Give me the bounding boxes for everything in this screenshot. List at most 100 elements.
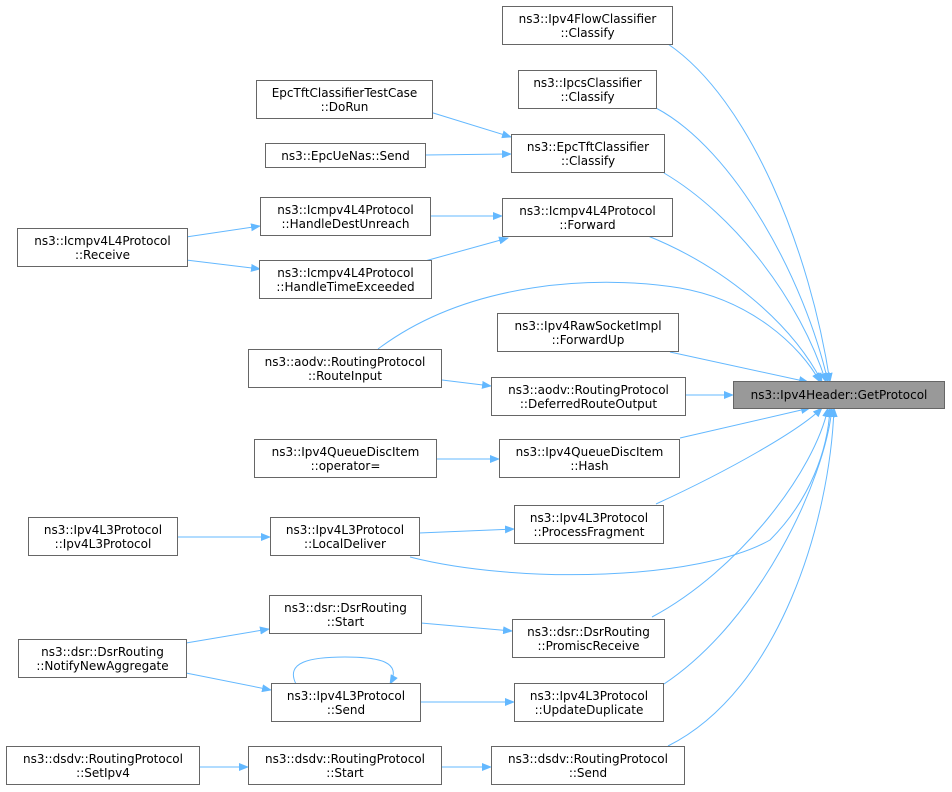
node-dsdv-send[interactable]: ns3::dsdv::RoutingProtocol ::Send <box>491 746 685 785</box>
edge-dsdv-send-to-getprotocol <box>667 407 838 747</box>
node-label-line2: ::DoRun <box>320 99 369 114</box>
node-label-line2: ::Hash <box>570 458 609 473</box>
node-label-line2: ::Classify <box>560 89 615 104</box>
node-label-line2: ::ForwardUp <box>551 332 625 347</box>
edge-ipv4queuediscitem-hash-to-getprotocol <box>679 406 811 439</box>
node-label-line1: ns3::dsr::DsrRouting <box>527 624 650 639</box>
node-label-line2: ::Start <box>326 765 364 780</box>
node-epctftclassifier-classify[interactable]: ns3::EpcTftClassifier ::Classify <box>511 134 665 173</box>
edge-ipv4l3-updateduplicate-to-getprotocol <box>663 407 836 685</box>
node-label-line1: ns3::dsdv::RoutingProtocol <box>23 751 183 766</box>
node-label-line1: ns3::Ipv4L3Protocol <box>286 688 406 703</box>
edge-epctftclassifier-classify-to-getprotocol <box>663 172 828 383</box>
node-label-line1: ns3::Ipv4L3Protocol <box>529 688 649 703</box>
node-label-line2: ::Ipv4L3Protocol <box>54 536 152 551</box>
edge-ipv4l3-processfragment-to-getprotocol <box>655 407 823 505</box>
node-icmpv4l4protocol-receive[interactable]: ns3::Icmpv4L4Protocol ::Receive <box>17 228 188 267</box>
node-label-line1: ns3::dsr::DsrRouting <box>284 600 407 615</box>
node-ipv4header-getprotocol: ns3::Ipv4Header::GetProtocol <box>733 381 945 409</box>
node-label-line1: ns3::Ipv4QueueDiscItem <box>271 444 420 459</box>
node-label-line1: ns3::Icmpv4L4Protocol <box>519 203 656 218</box>
node-label-line1: ns3::IpcsClassifier <box>533 75 642 90</box>
node-label-line2: ::HandleDestUnreach <box>281 216 410 231</box>
edge-icmpv4-receive-to-handletimeexceeded <box>185 259 261 272</box>
node-label-line1: ns3::Ipv4L3Protocol <box>43 522 163 537</box>
node-ipv4rawsocketimpl-forwardup[interactable]: ns3::Ipv4RawSocketImpl ::ForwardUp <box>497 313 679 352</box>
node-label-line2: ::Forward <box>559 217 616 232</box>
edge-aodv-routeinput-to-deferredrouteoutput <box>441 379 492 389</box>
node-label-line1: ns3::Icmpv4L4Protocol <box>34 233 171 248</box>
node-dsrrouting-start[interactable]: ns3::dsr::DsrRouting ::Start <box>269 595 422 634</box>
node-label-line2: ::LocalDeliver <box>304 536 386 551</box>
node-label-line2: ::NotifyNewAggregate <box>36 658 169 673</box>
node-label-line1: ns3::dsdv::RoutingProtocol <box>265 751 425 766</box>
node-ipv4queuediscitem-hash[interactable]: ns3::Ipv4QueueDiscItem ::Hash <box>499 439 680 478</box>
node-label-line1: ns3::EpcUeNas::Send <box>281 148 410 163</box>
node-icmpv4l4protocol-handledestunreach[interactable]: ns3::Icmpv4L4Protocol ::HandleDestUnreac… <box>260 197 431 236</box>
node-label-line1: ns3::dsr::DsrRouting <box>41 644 164 659</box>
node-label-line1: ns3::aodv::RoutingProtocol <box>508 382 669 397</box>
node-ipv4queuediscitem-operator[interactable]: ns3::Ipv4QueueDiscItem ::operator= <box>254 439 437 478</box>
node-label-line2: ::Receive <box>74 247 131 262</box>
node-icmpv4l4protocol-handletimeexceeded[interactable]: ns3::Icmpv4L4Protocol ::HandleTimeExceed… <box>259 260 432 299</box>
node-label-line1: ns3::Icmpv4L4Protocol <box>277 202 414 217</box>
node-icmpv4l4protocol-forward[interactable]: ns3::Icmpv4L4Protocol ::Forward <box>502 198 673 237</box>
node-ipv4l3protocol-localdeliver[interactable]: ns3::Ipv4L3Protocol ::LocalDeliver <box>270 517 420 556</box>
node-dsrrouting-promiscreceive[interactable]: ns3::dsr::DsrRouting ::PromiscReceive <box>512 619 665 658</box>
node-label-line2: ::DeferredRouteOutput <box>519 396 658 411</box>
edge-icmpv4-forward-to-getprotocol <box>647 235 823 383</box>
node-label-line2: ::Start <box>326 614 365 629</box>
node-label-line2: ::UpdateDuplicate <box>534 702 644 717</box>
node-label-line1: EpcTftClassifierTestCase <box>271 85 418 100</box>
edge-ipv4flowclassifier-classify-to-getprotocol <box>667 43 833 383</box>
edge-epctftclassifiertestcase-dorun-to-epctftclassifier-classify <box>429 111 512 139</box>
edge-ipv4l3-localdeliver-to-processfragment <box>418 525 515 534</box>
node-label-line2: ::operator= <box>310 458 381 473</box>
node-ipv4flowclassifier-classify[interactable]: ns3::Ipv4FlowClassifier ::Classify <box>502 6 673 45</box>
node-label: ns3::Ipv4Header::GetProtocol <box>750 388 928 402</box>
node-label-line1: ns3::Ipv4RawSocketImpl <box>514 318 662 333</box>
node-label-line1: ns3::Icmpv4L4Protocol <box>277 265 414 280</box>
node-dsdv-start[interactable]: ns3::dsdv::RoutingProtocol ::Start <box>248 746 442 785</box>
node-epcuenas-send[interactable]: ns3::EpcUeNas::Send <box>265 143 426 168</box>
node-ipcsclassifier-classify[interactable]: ns3::IpcsClassifier ::Classify <box>518 70 657 109</box>
node-label-line1: ns3::Ipv4L3Protocol <box>529 510 649 525</box>
node-label-line1: ns3::Ipv4FlowClassifier <box>518 11 657 26</box>
node-ipv4l3protocol-send[interactable]: ns3::Ipv4L3Protocol ::Send <box>271 683 421 722</box>
node-label-line1: ns3::aodv::RoutingProtocol <box>264 354 426 369</box>
edge-dsr-promiscreceive-to-getprotocol <box>651 407 831 618</box>
node-ipv4l3protocol-processfragment[interactable]: ns3::Ipv4L3Protocol ::ProcessFragment <box>514 505 664 544</box>
edge-dsr-notifynewaggregate-to-start <box>185 626 270 644</box>
node-label-line2: ::Send <box>326 702 366 717</box>
node-label-line1: ns3::EpcTftClassifier <box>526 139 650 154</box>
node-ipv4l3protocol-ctor[interactable]: ns3::Ipv4L3Protocol ::Ipv4L3Protocol <box>28 517 178 556</box>
node-label-line1: ns3::Ipv4L3Protocol <box>285 522 405 537</box>
node-dsdv-setipv4[interactable]: ns3::dsdv::RoutingProtocol ::SetIpv4 <box>6 746 200 785</box>
node-label-line1: ns3::Ipv4QueueDiscItem <box>515 444 664 459</box>
edge-ipcsclassifier-classify-to-getprotocol <box>655 107 830 383</box>
node-label-line2: ::Classify <box>560 153 616 168</box>
edge-ipv4rawsocketimpl-forwardup-to-getprotocol <box>669 351 809 384</box>
node-label-line1: ns3::dsdv::RoutingProtocol <box>508 751 668 766</box>
node-ipv4l3protocol-updateduplicate[interactable]: ns3::Ipv4L3Protocol ::UpdateDuplicate <box>514 683 664 722</box>
edge-aodv-routeinput-to-getprotocol <box>377 281 821 383</box>
edge-dsr-notifynewaggregate-to-ipv4l3-send <box>185 672 272 693</box>
node-dsrrouting-notifynewaggregate[interactable]: ns3::dsr::DsrRouting ::NotifyNewAggregat… <box>18 639 187 678</box>
node-label-line2: ::Send <box>568 765 608 780</box>
edge-epcuenas-send-to-epctftclassifier-classify <box>424 150 512 159</box>
edge-icmpv4-receive-to-handledestunreach <box>185 223 261 238</box>
node-label-line2: ::ProcessFragment <box>533 524 645 539</box>
node-aodv-deferredrouteoutput[interactable]: ns3::aodv::RoutingProtocol ::DeferredRou… <box>491 377 686 416</box>
edge-icmpv4-handletimeexceeded-to-forward <box>424 236 509 262</box>
node-aodv-routinginput[interactable]: ns3::aodv::RoutingProtocol ::RouteInput <box>248 349 442 388</box>
node-epctftclassifiertestcase-dorun[interactable]: EpcTftClassifierTestCase ::DoRun <box>256 80 433 119</box>
node-label-line2: ::RouteInput <box>308 368 382 383</box>
edge-dsr-start-to-promiscreceive <box>420 622 513 635</box>
node-label-line2: ::PromiscReceive <box>537 638 640 653</box>
node-label-line2: ::SetIpv4 <box>76 765 130 780</box>
node-label-line2: ::HandleTimeExceeded <box>276 279 415 294</box>
edge-ipv4l3-localdeliver-to-getprotocol <box>409 407 834 576</box>
node-label-line2: ::Classify <box>560 25 615 40</box>
